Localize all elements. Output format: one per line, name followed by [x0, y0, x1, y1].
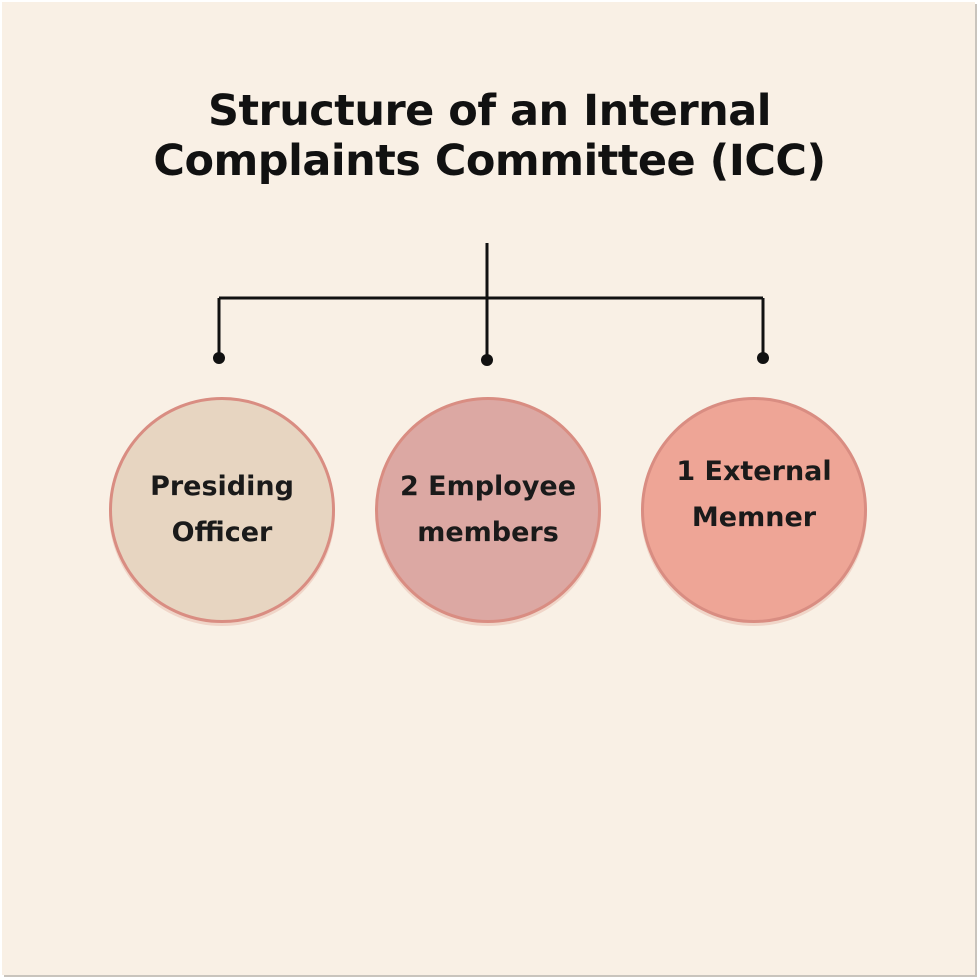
member-label-line-2: members [417, 517, 559, 548]
member-label: Presiding Officer [127, 464, 317, 556]
member-label-line-1: Presiding [150, 471, 294, 502]
branch-dot-left [213, 352, 225, 364]
member-label-line-2: Officer [171, 517, 273, 548]
member-label: 1 External Memner [659, 449, 849, 541]
member-label-line-1: 1 External [676, 456, 832, 487]
branch-dot-right [757, 352, 769, 364]
title-line-1: Structure of an Internal [207, 86, 772, 136]
member-circle-external-member: 1 External Memner [641, 397, 867, 623]
member-circle-employee-members: 2 Employee members [375, 397, 601, 623]
member-label: 2 Employee members [393, 464, 583, 556]
branch-dot-center [481, 354, 493, 366]
title-line-2: Complaints Committee (ICC) [153, 136, 826, 186]
member-label-line-2: Memner [691, 502, 817, 533]
member-circle-presiding-officer: Presiding Officer [109, 397, 335, 623]
member-label-line-1: 2 Employee [399, 471, 577, 502]
diagram-title: Structure of an Internal Complaints Comm… [0, 86, 979, 186]
